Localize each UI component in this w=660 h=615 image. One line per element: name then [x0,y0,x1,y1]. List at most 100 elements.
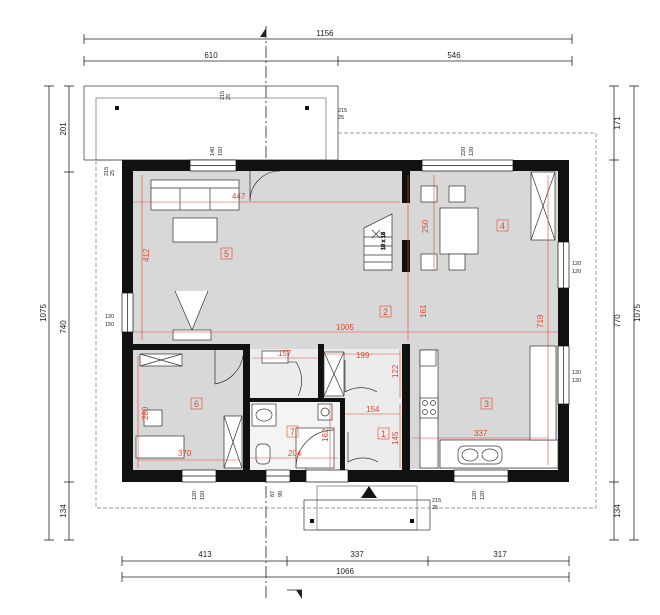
dimension-texts: 1156 610 546 413 337 317 1066 1075 201 7… [39,29,642,576]
window-labels: 140 150 220 120 120 150 120 120 120 120 … [104,91,581,511]
dim-kitchen-width: 337 [474,429,488,438]
eaves-outline [95,132,597,509]
window-label: 120 [469,147,475,156]
dim-hall2-width: 199 [356,351,370,360]
room-numbers: 5 4 2 3 6 1 7 [190,219,509,440]
staircase: 18 x 18 [363,213,393,271]
section-arrow-top [260,28,266,37]
window-label: 220 [461,147,467,156]
interior-dimension-texts: 447 412 1005 161 250 719 157 199 122 154… [141,192,545,458]
dim-top-left: 610 [204,51,218,60]
dining-chair [448,185,466,203]
room-number-5: 5 [220,247,233,260]
room-number-6: 6 [190,397,203,410]
svg-text:1: 1 [381,429,386,439]
room-number-7: 7 [286,425,299,438]
dim-left-top: 201 [59,122,68,136]
desk [135,435,185,459]
door-swing [214,350,244,385]
tv-unit [172,329,212,341]
room-number-1: 1 [377,427,390,440]
walls [122,160,569,482]
room-number-4: 4 [496,219,509,232]
column-marker [310,519,314,523]
svg-text:7: 7 [290,427,295,437]
door-swing [249,170,281,202]
room-number-3: 3 [480,397,493,410]
svg-text:5: 5 [224,249,229,259]
dim-bottom-left: 413 [198,550,212,559]
window-label: 140 [210,147,216,156]
svg-text:4: 4 [500,221,505,231]
terrace-note: 215 [338,108,347,114]
dim-right-height: 719 [536,314,545,328]
window-label: 120 [572,378,581,384]
door-swing [262,361,302,397]
window-label: 150 [200,491,206,500]
dining-chair [420,253,438,271]
sofa [150,179,240,211]
dim-bottom-mid: 337 [350,550,364,559]
window-label: 150 [218,147,224,156]
column-marker [115,106,119,110]
stove [419,397,439,419]
windows [121,159,570,483]
dim-left-mid: 740 [59,320,68,334]
window-label: 120 [572,261,581,267]
dim-left-total: 1075 [39,304,48,322]
terrace-note: 25 [338,115,344,121]
dining-chair [448,253,466,271]
dim-total-inner-width: 1005 [336,323,354,332]
section-arrow-bottom [296,590,302,599]
furniture: 18 x 18 [135,171,559,469]
dim-left-bottom: 134 [59,504,68,518]
toilet [255,443,271,465]
dim-top-total: 1156 [316,29,334,38]
dim-bath-depth: 145 [391,431,400,445]
dim-right-mid: 770 [613,314,622,328]
column-marker [305,106,309,110]
window-label: 120 [105,314,114,320]
window-label: 120 [572,269,581,275]
entrance-arrow [361,486,377,498]
dining-table [439,207,479,255]
window-label: 87 [270,491,276,497]
svg-text:3: 3 [484,399,489,409]
terrace-note: 25 [226,94,232,100]
terrace-note: 25 [110,170,116,176]
dim-room6-width: 370 [178,449,192,458]
desk-chair [143,409,163,427]
room-number-2: 2 [379,305,392,318]
dim-stair-gap: 161 [419,304,428,318]
dim-living-width: 447 [232,192,246,201]
door-swing [344,360,378,393]
stair-label: 18 x 18 [381,232,387,250]
terrace-note: 215 [220,91,226,100]
dim-right-bottom: 134 [613,504,622,518]
window-label: 150 [105,322,114,328]
window-label: 120 [480,491,486,500]
interior-dimension-lines [133,175,558,468]
dim-top-right: 546 [447,51,461,60]
dim-wc-height: 162 [321,428,330,442]
floor-areas [133,171,558,470]
dim-living-height: 412 [142,248,151,262]
dim-room6-height: 280 [141,406,150,420]
dim-hall-depth: 122 [391,364,400,378]
dim-bottom-total: 1066 [336,567,354,576]
dimension-lines [44,34,639,582]
entry-note: 25 [432,505,438,511]
dim-dining-depth: 250 [421,219,430,233]
dim-right-total: 1075 [633,304,642,322]
hall-wardrobe [261,350,289,364]
window-label: 120 [572,370,581,376]
terrace-note: 215 [104,167,110,176]
svg-text:2: 2 [383,307,388,317]
fridge [419,349,437,367]
door-swing [347,432,379,463]
kitchen-counter-right [529,345,557,441]
window-label: 120 [472,491,478,500]
dim-wc-width: 204 [288,449,302,458]
window-label: 120 [192,491,198,500]
